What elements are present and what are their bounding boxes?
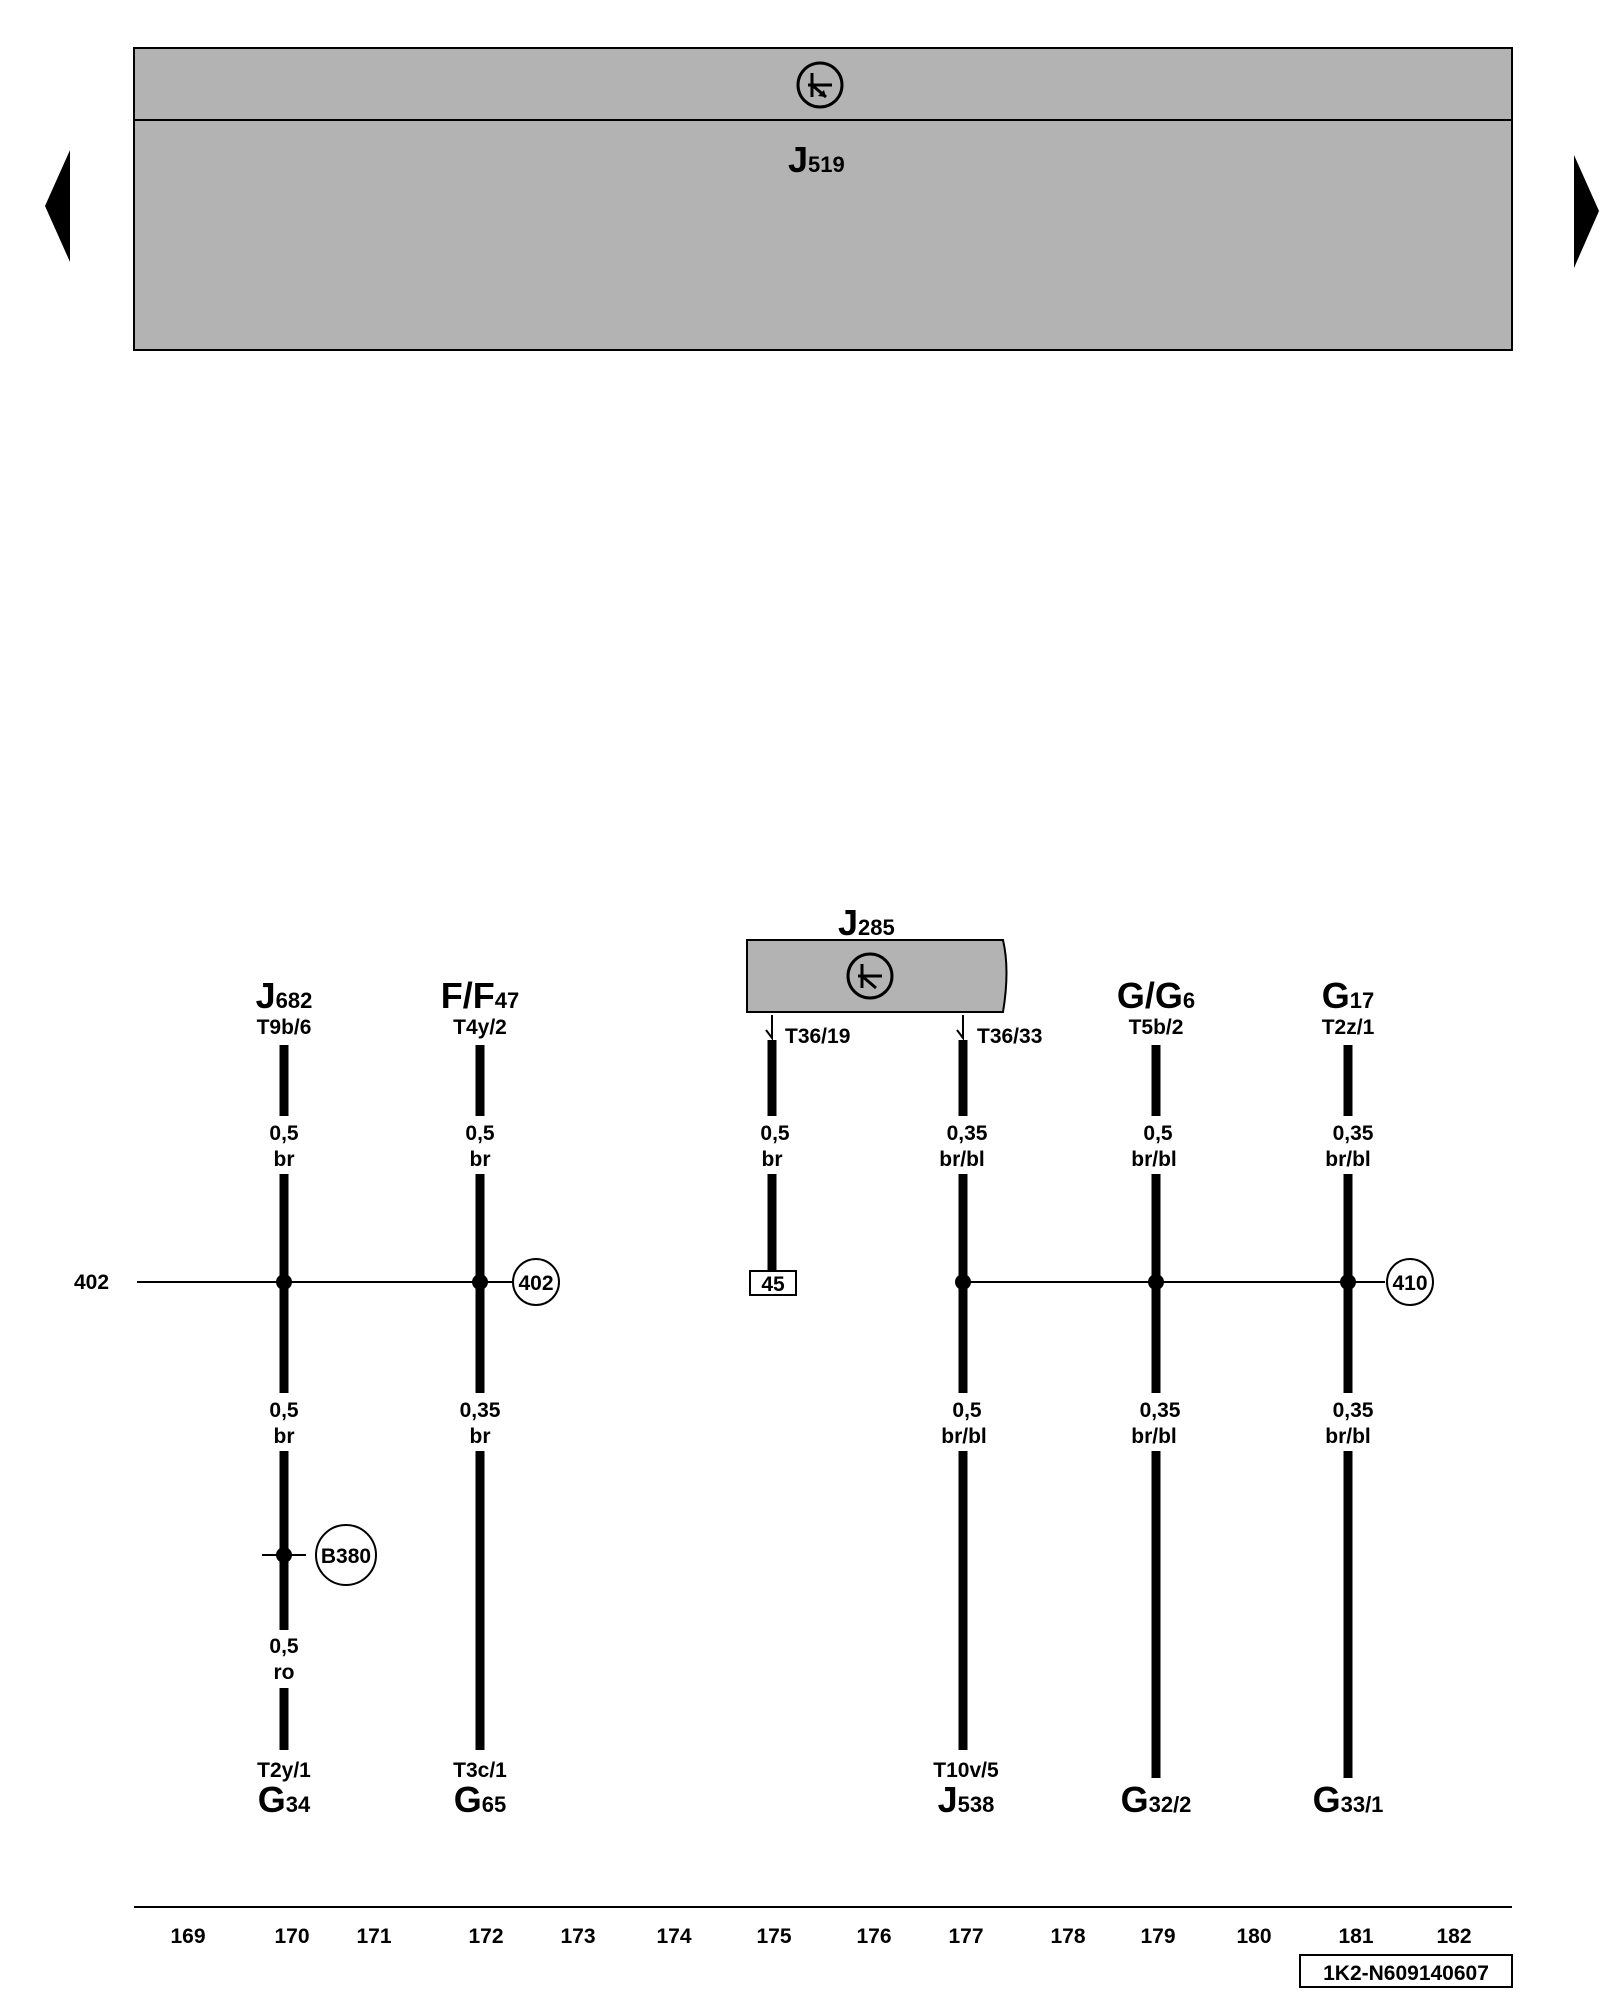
bottom-component-label: G32/2 xyxy=(1121,1779,1192,1820)
pin-t36-33-label: T36/33 xyxy=(977,1025,1042,1048)
module-symbol-icon xyxy=(846,952,894,1000)
wire-size: 0,5 xyxy=(269,1399,299,1422)
bottom-component-label: G33/1 xyxy=(1313,1779,1384,1820)
wire-size: 0,5 xyxy=(952,1399,982,1422)
wire-size: 0,35 xyxy=(1333,1122,1374,1145)
top-pin-label: T5b/2 xyxy=(1129,1016,1184,1039)
bottom-component-label: G34 xyxy=(258,1779,311,1820)
circuit-column-181: G17 T2z/1 0,35 br/bl 0,35 br/bl G33/1 xyxy=(1313,975,1384,1820)
terminal-45: 45 xyxy=(749,1270,797,1296)
bottom-component-label: J538 xyxy=(938,1779,995,1820)
ruler-number: 171 xyxy=(356,1925,391,1948)
wire-size: 0,35 xyxy=(1333,1399,1374,1422)
ruler-number: 182 xyxy=(1436,1925,1471,1948)
top-pin-label: T4y/2 xyxy=(453,1016,507,1039)
circuit-column-177: 0,35 br/bl 0,5 br/bl T10v/5 J538 xyxy=(933,1040,999,1820)
document-code-box: 1K2-N609140607 xyxy=(1299,1954,1513,1988)
svg-text:45: 45 xyxy=(761,1273,785,1296)
circuit-column-170: J682 T9b/6 0,5 br 0,5 br B380 0,5 ro T2y… xyxy=(256,975,377,1820)
wire-size: 0,5 xyxy=(269,1122,299,1145)
wire-size: 0,5 xyxy=(269,1635,299,1658)
wire-size: 0,35 xyxy=(1140,1399,1181,1422)
ruler-number: 170 xyxy=(274,1925,309,1948)
column-ruler: 169 170 171 172 173 174 175 176 177 178 179 180 181 1… xyxy=(170,1925,1471,1948)
wire-color: br/bl xyxy=(1131,1148,1177,1171)
wire-color: br xyxy=(274,1148,295,1171)
ruler-number: 175 xyxy=(756,1925,791,1948)
ruler-number: 169 xyxy=(170,1925,205,1948)
bottom-pin-label: T10v/5 xyxy=(933,1759,999,1782)
wire-color: br xyxy=(470,1425,491,1448)
top-pin-label: T2z/1 xyxy=(1322,1016,1375,1039)
wire-color: br/bl xyxy=(1325,1425,1371,1448)
top-component-label: G17 xyxy=(1322,975,1375,1016)
pin-t36-19-label: T36/19 xyxy=(785,1025,850,1048)
wire-color: br/bl xyxy=(939,1148,985,1171)
ruler-number: 174 xyxy=(656,1925,691,1948)
ruler-number: 173 xyxy=(560,1925,595,1948)
header-component-label: J519 xyxy=(788,139,845,180)
top-component-label: F/F47 xyxy=(441,975,519,1016)
top-pin-label: T9b/6 xyxy=(257,1016,312,1039)
svg-text:B380: B380 xyxy=(321,1545,371,1568)
wire-color: br xyxy=(470,1148,491,1171)
ruler-number: 180 xyxy=(1236,1925,1271,1948)
node-b380: B380 xyxy=(315,1524,377,1586)
wire-color: br/bl xyxy=(1131,1425,1177,1448)
ruler-number: 178 xyxy=(1050,1925,1085,1948)
circuit-column-179: G/G6 T5b/2 0,5 br/bl 0,35 br/bl G32/2 xyxy=(1117,975,1195,1820)
module-j285: J285 T36/19 T36/33 xyxy=(746,902,1042,1048)
wire-color: ro xyxy=(274,1661,295,1684)
module-j285-label: J285 xyxy=(838,902,895,943)
ruler-number: 177 xyxy=(948,1925,983,1948)
wire-size: 0,5 xyxy=(1143,1122,1173,1145)
wire-color: br xyxy=(274,1425,295,1448)
header-control-unit: J519 xyxy=(133,47,1513,351)
bottom-component-label: G65 xyxy=(454,1779,507,1820)
top-component-label: G/G6 xyxy=(1117,975,1195,1016)
previous-page-arrow-icon[interactable] xyxy=(45,150,70,262)
bottom-pin-label: T3c/1 xyxy=(453,1759,507,1782)
svg-text:410: 410 xyxy=(1392,1272,1427,1295)
bus-left-ref: 402 xyxy=(512,1258,560,1306)
wire-size: 0,35 xyxy=(460,1399,501,1422)
circuit-column-175: 0,5 br 45 xyxy=(749,1040,797,1296)
ruler-number: 179 xyxy=(1140,1925,1175,1948)
top-component-label: J682 xyxy=(256,975,313,1016)
wire-color: br xyxy=(762,1148,783,1171)
bus-left-label: 402 xyxy=(74,1271,109,1294)
ruler-number: 176 xyxy=(856,1925,891,1948)
wire-color: br/bl xyxy=(941,1425,987,1448)
ruler-number: 181 xyxy=(1338,1925,1373,1948)
wire-color: br/bl xyxy=(1325,1148,1371,1171)
bus-right-ref: 410 xyxy=(1386,1258,1434,1306)
wire-size: 0,35 xyxy=(947,1122,988,1145)
wire-size: 0,5 xyxy=(760,1122,790,1145)
circuit-column-172: F/F47 T4y/2 0,5 br 0,35 br T3c/1 G65 xyxy=(441,975,519,1820)
bottom-pin-label: T2y/1 xyxy=(257,1759,311,1782)
control-unit-symbol-icon xyxy=(796,61,844,109)
svg-text:402: 402 xyxy=(518,1272,553,1295)
ruler-number: 172 xyxy=(468,1925,503,1948)
wire-size: 0,5 xyxy=(465,1122,495,1145)
document-code: 1K2-N609140607 xyxy=(1323,1962,1489,1985)
next-page-arrow-icon[interactable] xyxy=(1574,155,1599,268)
